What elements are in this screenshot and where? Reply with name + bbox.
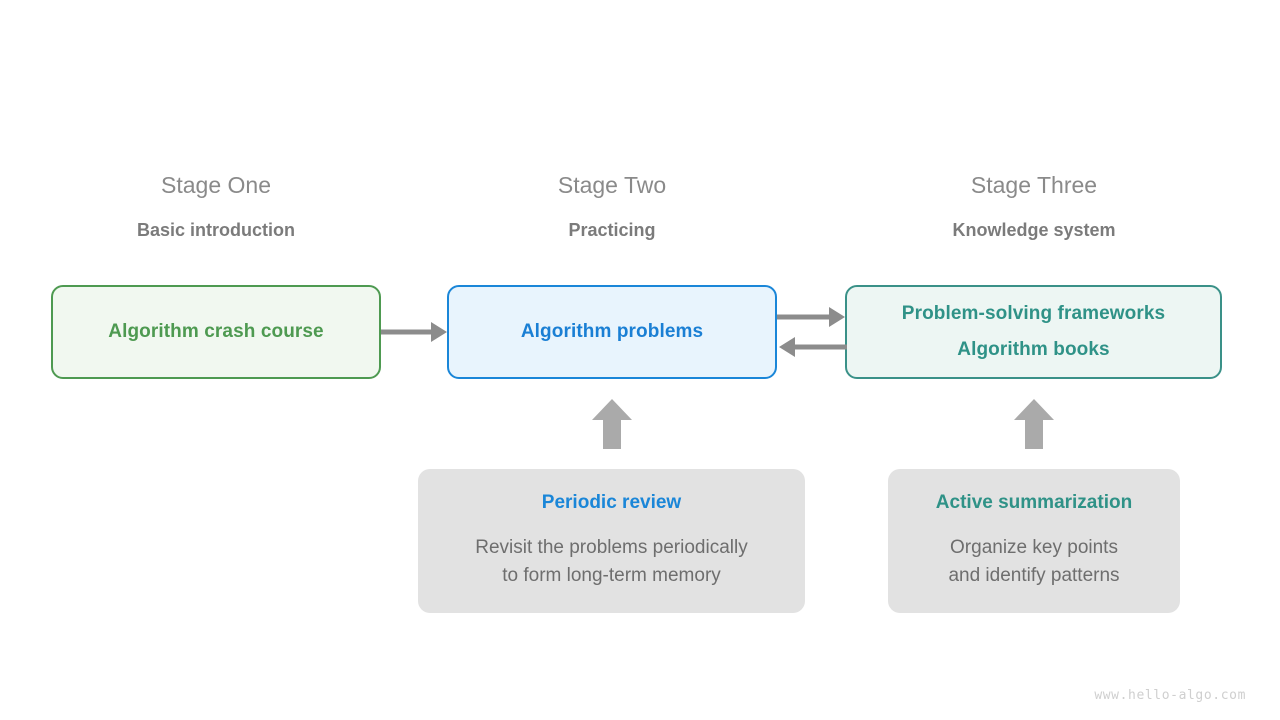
stage-title: Stage Two: [557, 172, 667, 198]
node-label-secondary: Algorithm books: [957, 339, 1110, 360]
node-knowledge-system[interactable]: Problem-solving frameworks Algorithm boo…: [845, 285, 1222, 379]
node-algorithm-problems[interactable]: Algorithm problems: [447, 285, 777, 379]
support-body: Organize key points and identify pattern…: [948, 534, 1119, 589]
support-body-line: to form long-term memory: [502, 564, 721, 586]
support-body: Revisit the problems periodically to for…: [475, 534, 747, 589]
support-body-line: and identify patterns: [948, 564, 1120, 586]
stage-title: Stage Three: [970, 172, 1098, 198]
node-label: Algorithm problems: [520, 321, 704, 343]
support-box-active-summarization[interactable]: Active summarization Organize key points…: [888, 469, 1180, 613]
arrow-frameworks-to-problems: [779, 337, 847, 357]
stage-subtitle: Practicing: [568, 220, 656, 240]
stage-heading-three: Stage Three Knowledge system: [869, 172, 1199, 240]
stage-subtitle: Basic introduction: [136, 220, 295, 240]
node-algorithm-crash-course[interactable]: Algorithm crash course: [51, 285, 381, 379]
node-label-primary: Problem-solving frameworks: [901, 303, 1166, 325]
arrow-review-to-problems: [592, 399, 632, 449]
stage-subtitle: Knowledge system: [952, 220, 1116, 240]
arrow-crash-course-to-problems: [381, 322, 447, 342]
support-body-line: Revisit the problems periodically: [475, 536, 748, 558]
node-label: Algorithm crash course: [108, 321, 324, 343]
support-body-line: Organize key points: [950, 536, 1118, 558]
arrow-problems-to-frameworks: [777, 307, 845, 327]
watermark: www.hello-algo.com: [1094, 688, 1246, 703]
support-box-periodic-review[interactable]: Periodic review Revisit the problems per…: [418, 469, 805, 613]
stage-heading-two: Stage Two Practicing: [447, 172, 777, 240]
support-title: Periodic review: [541, 491, 682, 513]
stage-heading-one: Stage One Basic introduction: [51, 172, 381, 240]
support-title: Active summarization: [935, 491, 1133, 513]
stage-title: Stage One: [161, 172, 271, 198]
arrow-summarization-to-frameworks: [1014, 399, 1054, 449]
